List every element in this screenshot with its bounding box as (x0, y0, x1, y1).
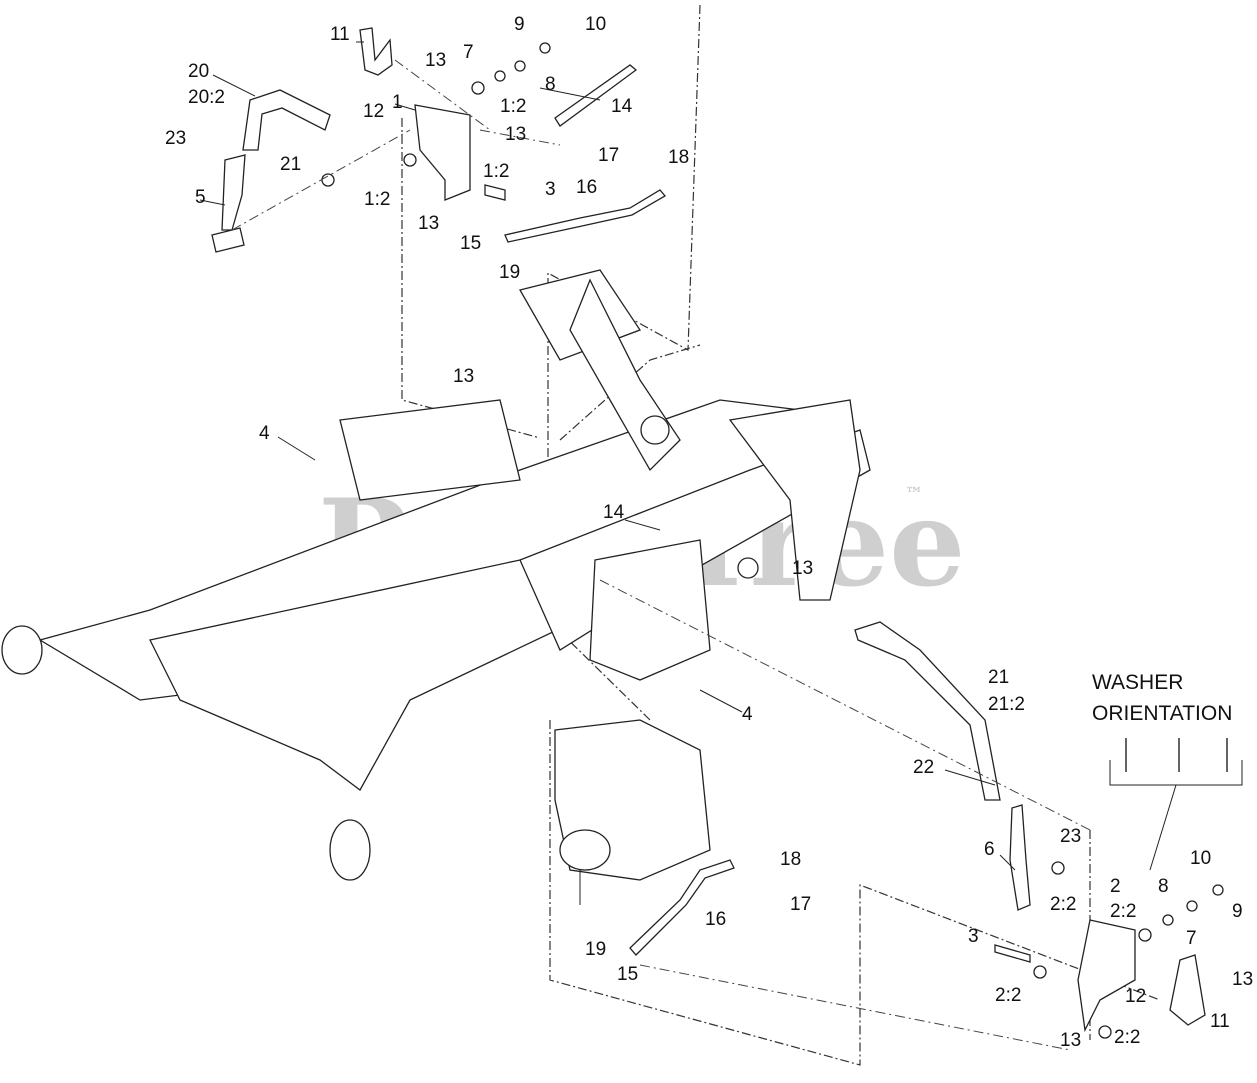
callout: 19 (499, 262, 520, 283)
callout: 9 (514, 14, 525, 35)
transmission-unit (554, 719, 711, 905)
callout: 12 (363, 101, 384, 122)
callout: 20:2 (188, 87, 225, 108)
callout: 21:2 (988, 694, 1025, 715)
callout-labels: 11 13 9 10 7 8 20 20:2 1 12 1:2 13 14 23… (165, 14, 1253, 1051)
callout: 21 (280, 154, 301, 175)
callout: 3 (545, 179, 556, 200)
callout: 2:2 (1050, 894, 1076, 915)
callout: 11 (1210, 1011, 1230, 1032)
callout: 3 (968, 926, 979, 947)
callout: 11 (330, 24, 350, 45)
callout: 1:2 (500, 96, 526, 117)
washer-orientation-inset: WASHER ORIENTATION (1092, 671, 1243, 871)
callout: 1:2 (483, 161, 509, 182)
watermark-trademark: ™ (905, 484, 923, 505)
callout: 5 (195, 187, 206, 208)
callout: 2:2 (995, 985, 1021, 1006)
callout: 13 (1060, 1030, 1081, 1051)
callout: 16 (576, 177, 597, 198)
callout: 13 (1232, 969, 1253, 990)
callout: 8 (1158, 876, 1169, 897)
callout: 7 (463, 42, 474, 63)
callout: 17 (790, 894, 811, 915)
callout: 1 (392, 92, 403, 113)
callout: 23 (165, 128, 186, 149)
mower-frame (1, 269, 871, 881)
callout: 22 (913, 757, 934, 778)
callout: 15 (460, 233, 481, 254)
callout: 2 (1110, 876, 1121, 897)
left-bracket-assembly (321, 27, 666, 243)
callout: 13 (792, 558, 813, 579)
callout: 4 (742, 704, 753, 725)
callout: 7 (1186, 928, 1197, 949)
callout: 9 (1232, 901, 1243, 922)
callout: 21 (988, 667, 1009, 688)
callout: 14 (611, 96, 633, 117)
right-control-handle (854, 621, 1031, 911)
right-bracket-assembly (629, 859, 1224, 1039)
callout: 16 (705, 909, 726, 930)
left-control-handle (211, 89, 331, 253)
callout: 2:2 (1114, 1027, 1140, 1048)
callout: 13 (453, 366, 474, 387)
callout: 13 (425, 50, 446, 71)
callout: 10 (585, 14, 606, 35)
callout: 8 (545, 74, 556, 95)
callout: 13 (418, 213, 439, 234)
callout: 18 (668, 147, 689, 168)
washer-orientation-title-line2: ORIENTATION (1092, 702, 1232, 725)
callout: 6 (984, 839, 995, 860)
callout: 10 (1190, 848, 1211, 869)
washer-orientation-title-line1: WASHER (1092, 671, 1183, 694)
leader-lines (199, 41, 1091, 1051)
callout: 2:2 (1110, 901, 1136, 922)
callout: 4 (259, 423, 270, 444)
callout: 19 (585, 939, 606, 960)
callout: 14 (603, 502, 625, 523)
callout: 12 (1125, 986, 1146, 1007)
callout: 18 (780, 849, 801, 870)
callout: 23 (1060, 826, 1081, 847)
callout: 13 (505, 124, 526, 145)
callout: 17 (598, 145, 619, 166)
callout: 20 (188, 61, 209, 82)
callout: 15 (617, 964, 638, 985)
callout: 1:2 (364, 189, 390, 210)
